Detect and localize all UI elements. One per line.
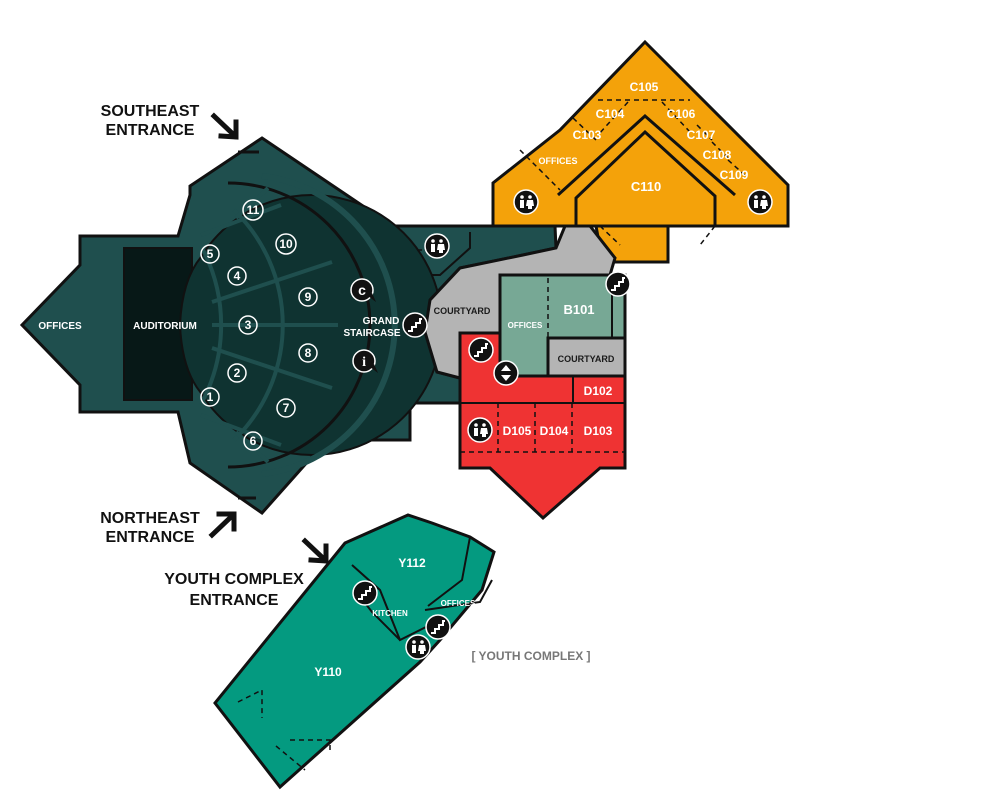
c109-label: C109 xyxy=(720,168,749,182)
seat-section-8-label: 8 xyxy=(305,346,312,360)
northeast-entrance-label-1: NORTHEAST xyxy=(100,510,200,527)
seat-section-6-label: 6 xyxy=(250,434,257,448)
c107-label: C107 xyxy=(687,128,716,142)
main-building: OFFICES AUDITORIUM GRAND STAIRCASE xyxy=(19,136,558,515)
restroom-icon[interactable] xyxy=(467,417,493,443)
d104-label: D104 xyxy=(540,424,569,438)
c105-label: C105 xyxy=(630,80,659,94)
seat-section-8[interactable]: 8 xyxy=(298,343,318,363)
seat-section-4-label: 4 xyxy=(234,269,241,283)
courtyard-label: COURTYARD xyxy=(434,306,491,316)
youth-complex-caption: [ YOUTH COMPLEX ] xyxy=(471,649,590,663)
youth-complex-entrance: YOUTH COMPLEX ENTRANCE xyxy=(164,537,329,609)
c104-label: C104 xyxy=(596,107,625,121)
c103-label: C103 xyxy=(573,128,602,142)
seat-section-11[interactable]: 11 xyxy=(242,199,264,221)
d103-label: D103 xyxy=(584,424,613,438)
auditorium-label: AUDITORIUM xyxy=(133,321,197,332)
arrow-down-right-icon xyxy=(210,112,239,140)
c-wing: C105 C104 C106 C103 C107 C108 C109 C110 … xyxy=(491,39,790,264)
arrow-up-right-icon xyxy=(208,511,237,539)
d102-label: D102 xyxy=(584,384,613,398)
youth-complex: Y112 Y110 KITCHEN OFFICES xyxy=(213,513,496,790)
grand-staircase-label-1: GRAND xyxy=(363,316,400,327)
c106-label: C106 xyxy=(667,107,696,121)
elevator-icon[interactable] xyxy=(493,360,519,386)
seat-section-10-label: 10 xyxy=(279,237,293,251)
northeast-entrance: NORTHEAST ENTRANCE xyxy=(100,496,256,546)
seat-section-3[interactable]: 3 xyxy=(238,315,258,335)
auditorium-stage[interactable] xyxy=(123,247,193,401)
kitchen-label: KITCHEN xyxy=(372,609,408,618)
c110-room[interactable] xyxy=(574,129,717,228)
youth-offices-label: OFFICES xyxy=(441,599,476,608)
stairs-icon[interactable] xyxy=(605,271,631,297)
seat-section-11-label: 11 xyxy=(247,203,260,217)
seat-section-7[interactable]: 7 xyxy=(276,398,296,418)
d105-label: D105 xyxy=(503,424,532,438)
seat-section-1-label: 1 xyxy=(207,390,214,404)
seat-section-9[interactable]: 9 xyxy=(298,287,318,307)
stairs-icon[interactable] xyxy=(352,580,378,606)
restroom-icon[interactable] xyxy=(424,233,450,259)
seat-section-9-label: 9 xyxy=(305,290,312,304)
c-offices-label: OFFICES xyxy=(538,156,577,166)
b-wing: OFFICES B101 COURTYARD xyxy=(498,273,627,380)
southeast-entrance-label-1: SOUTHEAST xyxy=(101,103,200,120)
youth-complex-shape[interactable] xyxy=(213,513,496,790)
seat-section-2-label: 2 xyxy=(234,366,241,380)
seat-section-2[interactable]: 2 xyxy=(227,363,247,383)
y112-label: Y112 xyxy=(398,556,426,570)
c110-label: C110 xyxy=(631,179,661,194)
southeast-entrance: SOUTHEAST ENTRANCE xyxy=(101,103,259,154)
restroom-icon[interactable] xyxy=(513,189,539,215)
c108-label: C108 xyxy=(703,148,732,162)
seat-section-5-label: 5 xyxy=(207,247,214,261)
seat-section-3-label: 3 xyxy=(245,318,252,332)
seat-section-10[interactable]: 10 xyxy=(275,233,297,255)
y110-label: Y110 xyxy=(314,665,342,679)
southeast-entrance-label-2: ENTRANCE xyxy=(106,122,195,139)
restroom-icon[interactable] xyxy=(747,189,773,215)
b101-label: B101 xyxy=(563,302,594,317)
stairs-icon[interactable] xyxy=(468,337,494,363)
seat-section-6[interactable]: 6 xyxy=(243,431,263,451)
seat-section-5[interactable]: 5 xyxy=(200,244,220,264)
info-icon[interactable]: i xyxy=(352,349,378,373)
northeast-entrance-label-2: ENTRANCE xyxy=(106,529,195,546)
stairs-icon[interactable] xyxy=(402,312,428,338)
b-offices-label: OFFICES xyxy=(508,321,543,330)
cafe-icon-letter: c xyxy=(358,282,366,298)
grand-staircase-label-2: STAIRCASE xyxy=(343,328,400,339)
seat-section-4[interactable]: 4 xyxy=(227,266,247,286)
cafe-icon[interactable]: c xyxy=(350,278,376,302)
restroom-icon[interactable] xyxy=(405,634,431,660)
main-offices-label: OFFICES xyxy=(38,321,82,332)
b-courtyard-label: COURTYARD xyxy=(558,354,615,364)
youth-entrance-label-2: ENTRANCE xyxy=(190,592,279,609)
seat-section-1[interactable]: 1 xyxy=(200,387,220,407)
info-icon-letter: i xyxy=(362,355,366,370)
stairs-icon[interactable] xyxy=(425,614,451,640)
arrow-down-right-icon xyxy=(301,537,329,564)
youth-entrance-label-1: YOUTH COMPLEX xyxy=(164,571,304,588)
seat-section-7-label: 7 xyxy=(283,401,290,415)
